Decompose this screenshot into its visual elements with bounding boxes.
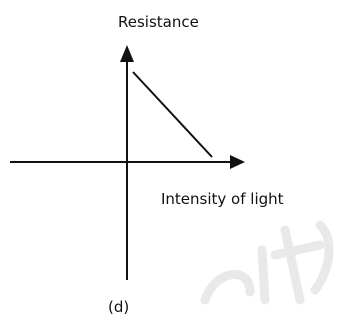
y-axis-label: Resistance [118, 13, 199, 31]
y-axis-arrowhead [120, 45, 134, 62]
figure-caption: (d) [108, 298, 130, 316]
x-axis-label: Intensity of light [161, 190, 284, 208]
x-axis-arrowhead [230, 155, 245, 169]
watermark [200, 220, 334, 305]
resistance-line [132, 71, 213, 158]
